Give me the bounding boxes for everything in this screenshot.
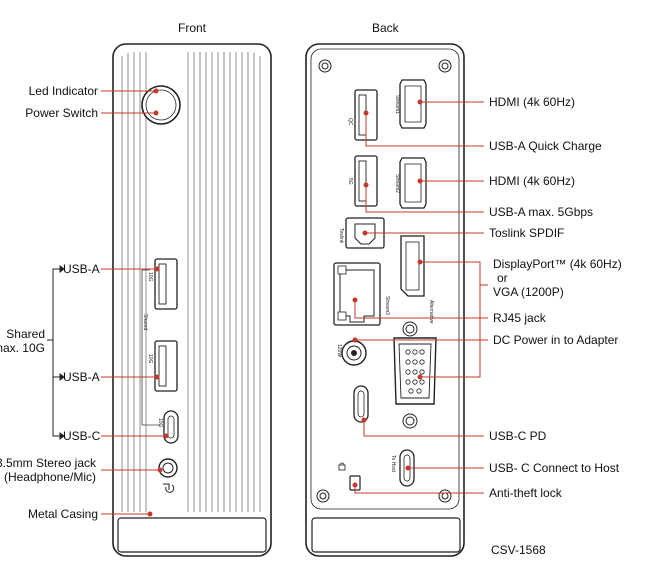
label-usba-qc: USB-A Quick Charge xyxy=(489,139,602,153)
mark-alternative: Alternative xyxy=(428,300,434,324)
mark-stream1: Stream1 xyxy=(394,95,400,114)
front-title: Front xyxy=(178,21,207,35)
front-usba-port-1 xyxy=(154,258,178,310)
label-metal-casing: Metal Casing xyxy=(27,507,98,521)
label-rj45: RJ45 jack xyxy=(493,311,546,325)
label-vga: VGA (1200P) xyxy=(493,285,564,299)
mark-10g-bot: 10G xyxy=(157,418,163,428)
hdmi-port-1 xyxy=(399,79,427,129)
label-front-usba-2: USB-A xyxy=(63,370,100,384)
product-code: CSV-1568 xyxy=(491,543,546,557)
back-callouts xyxy=(352,99,488,494)
usbc-pd-port xyxy=(353,385,369,423)
label-dc-power: DC Power in to Adapter xyxy=(493,333,619,347)
label-jack-line1: 3.5mm Stereo jack xyxy=(0,456,96,470)
label-power-switch: Power Switch xyxy=(25,106,98,120)
label-usba-5g: USB-A max. 5Gbps xyxy=(489,205,594,219)
label-front-usba-1: USB-A xyxy=(63,262,100,276)
mark-120w: 120W xyxy=(336,344,342,357)
front-casing xyxy=(112,43,272,557)
mark-stream3: Stream3 xyxy=(384,296,390,315)
mark-5g: 5G xyxy=(347,178,353,185)
mark-10g-mid: 10G xyxy=(147,354,153,364)
label-usbc-host: USB- C Connect to Host xyxy=(489,461,620,475)
label-shared-line2: max. 10G xyxy=(0,341,45,355)
vga-port xyxy=(393,337,437,405)
label-led-indicator: Led Indicator xyxy=(28,84,98,98)
dc-power-port xyxy=(341,340,367,366)
label-hdmi-2: HDMI (4k 60Hz) xyxy=(489,174,576,188)
label-dp-or: or xyxy=(497,271,508,285)
mark-shared: Shared xyxy=(142,314,148,330)
usba-5g-port xyxy=(354,155,378,207)
label-toslink: Toslink SPDIF xyxy=(489,226,565,240)
label-displayport: DisplayPort™ (4k 60Hz) xyxy=(493,257,622,271)
mark-toslink: Toslink xyxy=(338,228,344,244)
mark-stream2: Stream2 xyxy=(394,174,400,193)
label-jack-line2: (Headphone/Mic) xyxy=(3,470,96,484)
back-casing xyxy=(305,43,465,557)
audio-jack-icon xyxy=(158,458,178,493)
label-front-usbc: USB-C xyxy=(63,429,101,443)
label-hdmi-1: HDMI (4k 60Hz) xyxy=(489,95,576,109)
front-callouts xyxy=(101,88,169,517)
mark-qc: QC xyxy=(347,118,353,126)
rj45-port xyxy=(333,262,381,326)
hdmi-port-2 xyxy=(399,157,427,209)
label-shared-line1: Shared xyxy=(6,327,45,341)
back-title: Back xyxy=(372,21,399,35)
mark-10g-top: 10G xyxy=(147,272,153,282)
front-usba-port-2 xyxy=(154,340,178,392)
shared-bracket xyxy=(47,265,65,440)
label-usbc-pd: USB-C PD xyxy=(489,429,547,443)
label-antitheft: Anti-theft lock xyxy=(489,486,562,500)
displayport-port xyxy=(400,235,425,297)
power-switch-icon xyxy=(141,85,181,125)
mark-to-host: To Host xyxy=(390,455,396,473)
